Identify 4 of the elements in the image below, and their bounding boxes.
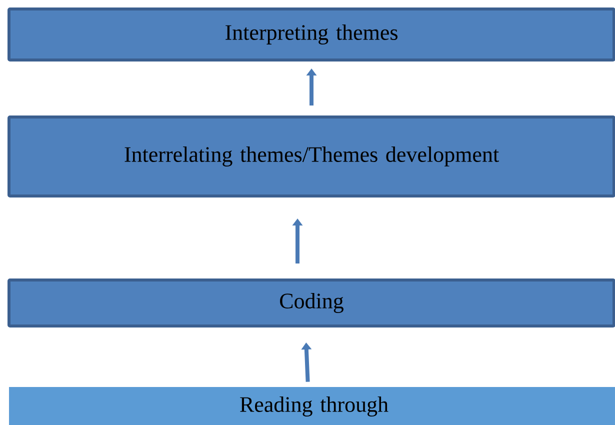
process-box: Interpreting themes (8, 8, 615, 62)
process-box: Coding (8, 278, 615, 328)
process-box: Reading through (9, 386, 615, 425)
process-box: Interrelating themes/Themes development (8, 116, 615, 198)
